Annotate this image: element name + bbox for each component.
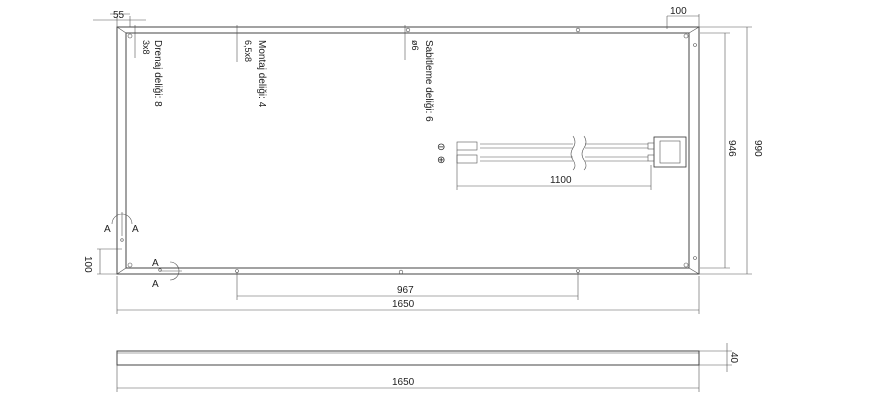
mounting-hole-label: Montaj deliği: 4 xyxy=(256,40,267,108)
section-mark-left: A A xyxy=(104,212,139,236)
mounting-hole xyxy=(693,256,697,260)
dimension-100-left: 100 xyxy=(82,248,122,275)
fixing-hole-size: ø6 xyxy=(410,40,420,51)
dimension-990: 990 xyxy=(699,26,763,275)
svg-text:967: 967 xyxy=(397,285,414,296)
cable-positive xyxy=(456,141,648,151)
svg-text:1650: 1650 xyxy=(392,299,415,310)
svg-text:40: 40 xyxy=(728,352,739,364)
junction-box xyxy=(647,136,687,168)
svg-text:55: 55 xyxy=(113,10,125,21)
dimension-1650-side: 1650 xyxy=(116,365,700,392)
dimension-946: 946 xyxy=(700,32,737,269)
dimension-967: 967 xyxy=(236,272,579,300)
mounting-hole-size: 6,5x8 xyxy=(243,40,253,62)
svg-text:100: 100 xyxy=(82,256,93,273)
dimension-40: 40 xyxy=(699,343,739,372)
fixing-hole xyxy=(575,27,581,33)
fixing-hole-label: Sabitleme deliği: 6 xyxy=(423,40,434,122)
dimension-55: 55 xyxy=(93,10,146,27)
dimension-1100: 1100 xyxy=(456,150,652,190)
svg-text:A: A xyxy=(104,224,111,235)
panel-side-view xyxy=(116,350,700,366)
drain-hole xyxy=(158,268,162,272)
connector-positive-symbol: ⊕ xyxy=(437,155,445,166)
section-mark-bottom: A A xyxy=(152,258,182,290)
panel-inner-frame xyxy=(125,32,690,269)
fixing-hole xyxy=(398,269,404,275)
drain-hole-size: 3x8 xyxy=(141,40,151,55)
frame-hole xyxy=(683,262,689,268)
fixing-hole xyxy=(405,27,411,33)
frame-hole xyxy=(683,33,689,39)
svg-text:1100: 1100 xyxy=(550,175,572,186)
svg-text:A: A xyxy=(152,279,159,290)
drain-hole xyxy=(120,238,124,242)
mounting-hole xyxy=(693,43,697,47)
svg-text:1650: 1650 xyxy=(392,377,415,388)
dimension-100-top: 100 xyxy=(666,6,700,29)
panel-outer-frame xyxy=(116,26,700,275)
drain-hole-label: Drenaj deliği: 8 xyxy=(152,40,163,107)
panel-front-view xyxy=(116,26,700,275)
frame-hole xyxy=(127,33,133,39)
svg-text:100: 100 xyxy=(670,6,687,17)
svg-text:990: 990 xyxy=(752,140,763,157)
cable-negative xyxy=(456,154,648,164)
frame-hole xyxy=(127,262,133,268)
connector-negative-symbol: ⊖ xyxy=(437,142,445,153)
svg-text:A: A xyxy=(132,224,139,235)
svg-text:A: A xyxy=(152,258,159,269)
svg-text:946: 946 xyxy=(726,140,737,157)
dimension-1650-front: 1650 xyxy=(116,276,700,314)
